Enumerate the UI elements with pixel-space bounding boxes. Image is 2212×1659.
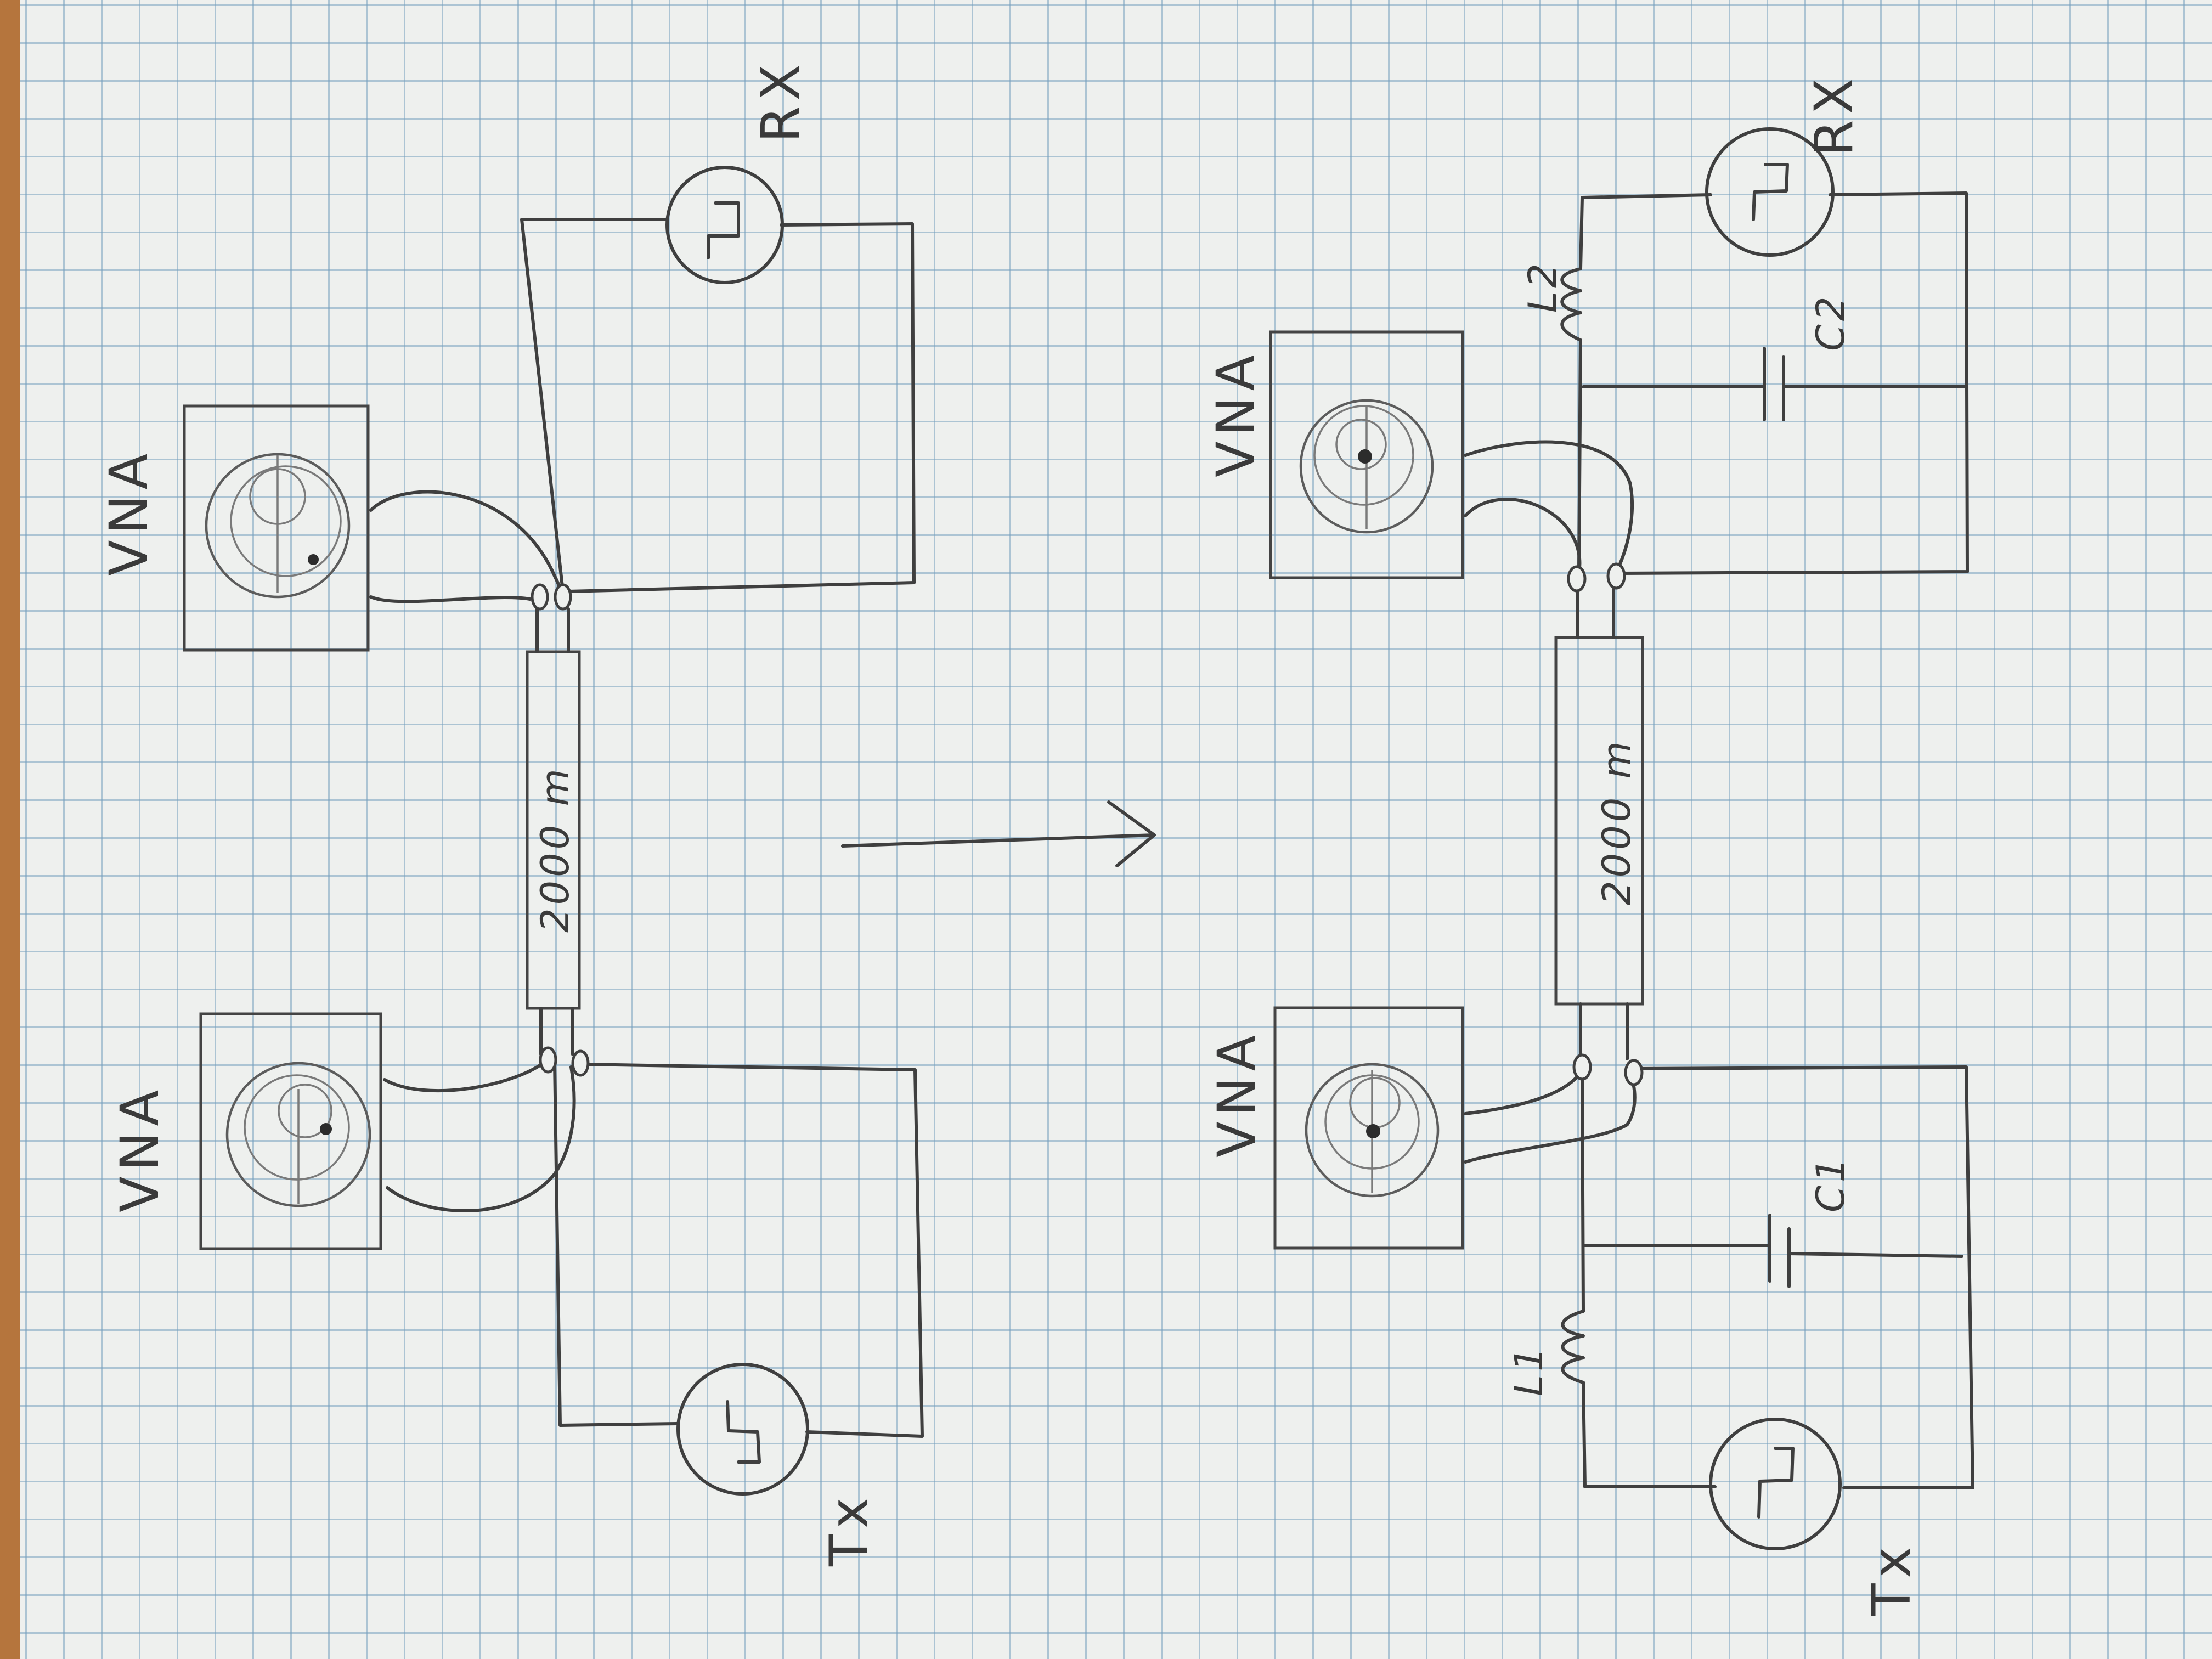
- tx-label: Tx: [1861, 1542, 1922, 1616]
- smith-chart-icon: [225, 1062, 371, 1207]
- vna-box: [1269, 330, 1464, 579]
- cable-box: [526, 650, 581, 1010]
- wire: [1632, 1065, 1974, 1489]
- cable-length-label: 2000 m: [1594, 738, 1639, 905]
- wire: [1581, 1068, 1585, 1313]
- terminal: [1572, 1053, 1592, 1081]
- tx-source: Tx: [676, 1363, 880, 1567]
- vna-lead: [1464, 1067, 1585, 1115]
- left-schematic: VNA VNA 2000 m: [98, 59, 924, 1567]
- wire: [567, 222, 916, 593]
- signal-generator-icon: [1757, 1447, 1795, 1519]
- terminal: [1606, 562, 1626, 590]
- cable-section: 2000 m: [1554, 588, 1644, 1060]
- vna-top-label: VNA: [1205, 349, 1267, 477]
- rx-source: RX: [665, 59, 811, 284]
- cable-length-label: 2000 m: [533, 765, 578, 933]
- vna-bottom-label: VNA: [109, 1085, 171, 1212]
- vna-lead: [1464, 498, 1582, 575]
- vna-box: [1273, 1006, 1464, 1250]
- inductor-2-label: L2: [1520, 260, 1565, 313]
- signal-generator-icon: [707, 201, 740, 259]
- tx-label: Tx: [819, 1492, 880, 1567]
- vna-lead: [386, 1065, 576, 1212]
- capacitor-icon: [1768, 1214, 1791, 1288]
- vna-lead: [369, 490, 563, 601]
- cable-section: 2000 m: [526, 607, 581, 1056]
- arrow-right-icon: [841, 800, 1156, 867]
- vna-lead: [383, 1060, 547, 1093]
- terminal: [554, 583, 572, 611]
- wire: [1787, 1252, 1963, 1258]
- wire: [1617, 191, 1969, 575]
- vna-bottom-label: VNA: [1206, 1030, 1268, 1158]
- terminal: [531, 583, 549, 611]
- smith-chart-icon: [1299, 399, 1434, 534]
- circuit-sketch: VNA VNA 2000 m: [98, 59, 1974, 1616]
- smith-chart-icon: [205, 453, 351, 599]
- vna-bottom: VNA: [109, 1012, 382, 1250]
- terminal: [539, 1046, 557, 1074]
- capacitor-2-label: C2: [1808, 294, 1853, 351]
- wire: [1577, 338, 1582, 572]
- vna-top: VNA: [98, 404, 370, 652]
- wire: [1581, 193, 1712, 199]
- wire: [520, 218, 669, 593]
- wire: [580, 1063, 924, 1438]
- vna-bottom: VNA: [1206, 1006, 1464, 1250]
- capacitor-1-label: C1: [1808, 1155, 1853, 1212]
- capacitor-icon: [1763, 347, 1785, 421]
- vna-lead: [1464, 440, 1634, 578]
- graph-paper-sheet: VNA VNA 2000 m: [20, 0, 2212, 1659]
- vna-top-label: VNA: [98, 448, 160, 576]
- cable-box: [1554, 636, 1644, 1006]
- inductor-icon: [1561, 1310, 1587, 1488]
- rx-source: RX: [1705, 73, 1865, 257]
- terminal: [1567, 565, 1587, 592]
- vna-lead: [1464, 1071, 1637, 1164]
- right-schematic: VNA VNA 2000 m: [1205, 73, 1974, 1616]
- rx-label: RX: [1803, 73, 1865, 156]
- smith-chart-icon: [1305, 1063, 1440, 1198]
- wire: [553, 1060, 679, 1427]
- signal-generator-icon: [1752, 163, 1789, 221]
- terminal: [1624, 1059, 1644, 1086]
- rx-label: RX: [750, 59, 811, 143]
- vna-lead: [369, 595, 532, 603]
- vna-top: VNA: [1205, 330, 1464, 579]
- signal-generator-icon: [726, 1400, 761, 1464]
- vna-box: [199, 1012, 382, 1250]
- terminal: [571, 1049, 590, 1077]
- inductor-icon: [1560, 196, 1584, 342]
- tx-source: Tx: [1709, 1418, 1922, 1616]
- vna-box: [183, 404, 370, 652]
- inductor-1-label: L1: [1506, 1344, 1551, 1396]
